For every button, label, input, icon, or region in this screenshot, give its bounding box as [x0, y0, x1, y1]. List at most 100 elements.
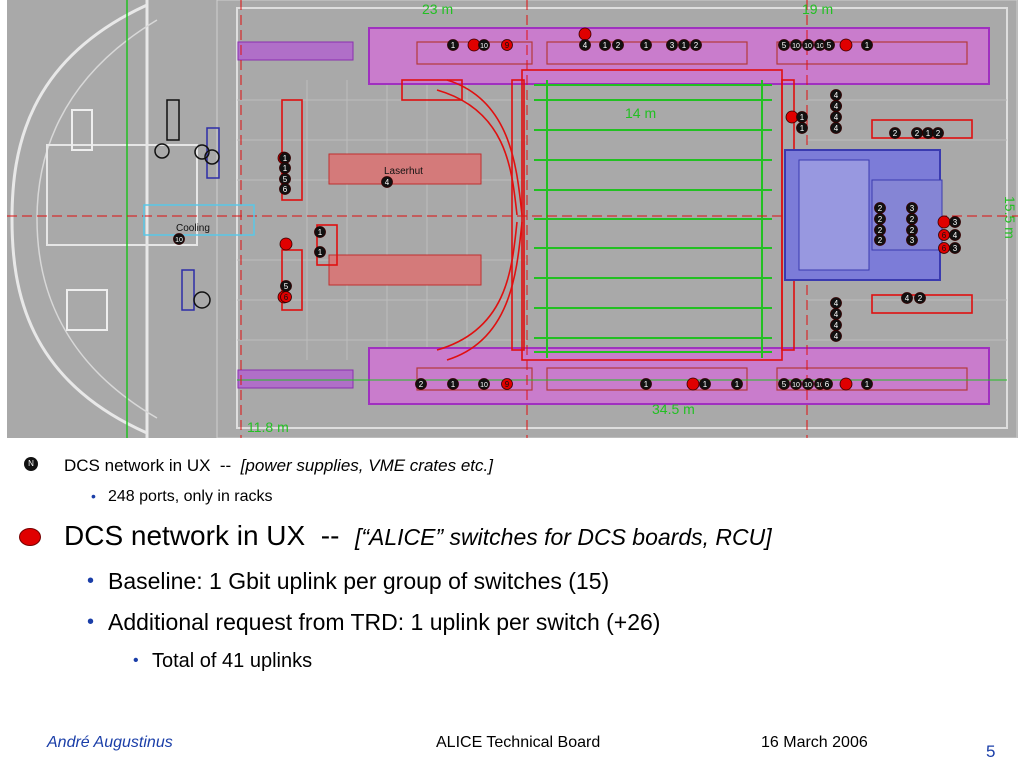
bullet-lead: DCS network in UX [64, 456, 211, 475]
switch-marker: 10 [173, 233, 185, 245]
switch-marker: 1 [599, 39, 611, 51]
svg-text:2: 2 [694, 41, 699, 50]
bullet-sep: -- [219, 456, 232, 475]
bullet-marker-black: N [24, 457, 38, 471]
svg-text:10: 10 [804, 382, 812, 389]
muon-absorber-block [784, 149, 943, 281]
svg-text:2: 2 [918, 294, 923, 303]
bullet-baseline: Baseline: 1 Gbit uplink per group of swi… [108, 568, 610, 594]
switch-marker: 1 [447, 39, 459, 51]
svg-text:4: 4 [834, 310, 839, 319]
switch-marker: 2 [889, 127, 901, 139]
svg-text:1: 1 [644, 41, 649, 50]
sub-bullet-dot: • [133, 652, 139, 669]
switch-marker: 2 [415, 378, 427, 390]
svg-text:4: 4 [834, 321, 839, 330]
svg-text:10: 10 [480, 43, 488, 50]
switch-marker: 1 [796, 111, 808, 123]
svg-text:3: 3 [910, 204, 915, 213]
svg-text:3: 3 [910, 236, 915, 245]
svg-text:2: 2 [878, 204, 883, 213]
svg-text:2: 2 [616, 41, 621, 50]
bullet-dcs-ux-alice: DCS network in UX -- [“ALICE” switches f… [64, 520, 772, 552]
bullet-lead: DCS network in UX [64, 520, 306, 551]
svg-text:2: 2 [915, 129, 920, 138]
footer-date: 16 March 2006 [761, 734, 868, 751]
svg-text:2: 2 [910, 226, 915, 235]
bullet-total-uplinks: Total of 41 uplinks [152, 650, 313, 672]
dim-top-left: 23 m [422, 1, 453, 17]
svg-text:10: 10 [480, 382, 488, 389]
svg-text:2: 2 [878, 226, 883, 235]
switch-marker: 2 [690, 39, 702, 51]
svg-text:1: 1 [800, 113, 805, 122]
svg-text:5: 5 [284, 282, 289, 291]
bullet-dcs-ux-power: DCS network in UX -- [power supplies, VM… [64, 456, 493, 476]
svg-text:5: 5 [782, 380, 787, 389]
switch-marker: 4 [381, 176, 393, 188]
svg-text:4: 4 [834, 299, 839, 308]
switch-marker: 3 [906, 202, 918, 214]
red-switch-dot [578, 27, 592, 41]
svg-text:9: 9 [505, 41, 510, 50]
network-switch-markers: 1104121312510101051441414422121156410112… [173, 27, 961, 391]
svg-text:1: 1 [865, 380, 870, 389]
footer-author: André Augustinus [47, 734, 173, 751]
switch-marker: 2 [874, 202, 886, 214]
switch-marker: 5 [823, 39, 835, 51]
svg-text:2: 2 [893, 129, 898, 138]
switch-marker: 2 [874, 234, 886, 246]
sub-bullet-dot: • [87, 570, 95, 592]
switch-marker: 1 [447, 378, 459, 390]
switch-marker: 6 [279, 183, 291, 195]
switch-marker: 4 [830, 319, 842, 331]
switch-marker: 2 [874, 224, 886, 236]
dim-bottom-mid: 34.5 m [652, 401, 695, 417]
cooling-label: Cooling [176, 223, 210, 234]
red-switch-dot [279, 237, 293, 251]
red-switch-dot [686, 377, 700, 391]
switch-marker: 2 [906, 224, 918, 236]
switch-marker: 5 [778, 378, 790, 390]
svg-text:1: 1 [451, 380, 456, 389]
switch-marker-red: 6 [280, 291, 292, 303]
switch-marker: 10 [478, 378, 490, 390]
switch-marker: 1 [796, 122, 808, 134]
svg-text:6: 6 [825, 380, 830, 389]
svg-text:5: 5 [283, 175, 288, 184]
switch-marker: 4 [830, 297, 842, 309]
svg-text:1: 1 [682, 41, 687, 50]
switch-marker-red: 6 [938, 229, 950, 241]
svg-text:10: 10 [175, 237, 183, 244]
dim-center: 14 m [625, 105, 656, 121]
bullet-note: [power supplies, VME crates etc.] [240, 456, 493, 475]
switch-marker: 2 [874, 213, 886, 225]
red-switch-dot [839, 38, 853, 52]
switch-marker: 5 [778, 39, 790, 51]
switch-marker: 10 [790, 39, 802, 51]
sub-bullet-dot: • [91, 488, 96, 504]
switch-marker: 1 [640, 378, 652, 390]
svg-text:10: 10 [792, 382, 800, 389]
dim-bottom-left: 11.8 m [247, 419, 289, 435]
sub-bullet-dot: • [87, 611, 95, 633]
switch-marker: 2 [906, 213, 918, 225]
switch-marker: 6 [821, 378, 833, 390]
svg-text:6: 6 [942, 244, 947, 253]
svg-text:1: 1 [318, 248, 323, 257]
svg-text:10: 10 [816, 382, 824, 389]
svg-text:6: 6 [283, 185, 288, 194]
switch-marker: 5 [279, 173, 291, 185]
svg-text:1: 1 [735, 380, 740, 389]
svg-text:4: 4 [953, 231, 958, 240]
laserhut-label: Laserhut [384, 166, 423, 177]
svg-text:10: 10 [816, 43, 824, 50]
svg-text:1: 1 [318, 228, 323, 237]
switch-marker: 10 [802, 378, 814, 390]
svg-text:6: 6 [942, 231, 947, 240]
svg-text:3: 3 [953, 218, 958, 227]
switch-marker: 1 [922, 127, 934, 139]
switch-marker: 1 [314, 226, 326, 238]
svg-text:1: 1 [283, 164, 288, 173]
switch-marker: 2 [911, 127, 923, 139]
